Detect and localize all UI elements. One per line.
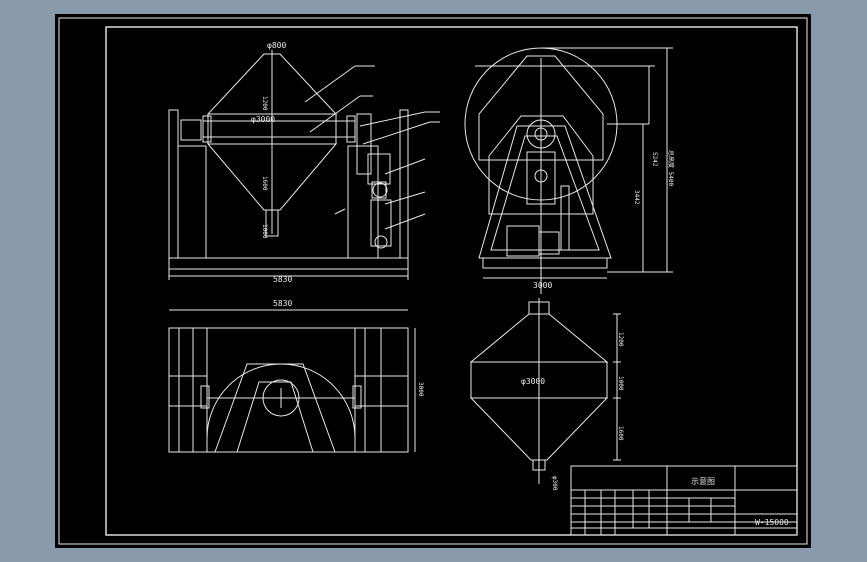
dim-top-depth: 3000 — [417, 382, 424, 397]
dim-dia-bottom: φ300 — [551, 476, 558, 491]
dim-side-h1: 5242 — [651, 152, 658, 167]
dim-dia-top: φ800 — [267, 41, 286, 50]
dim-cone-1000: 1000 — [617, 376, 624, 391]
vessel-view: φ3000 1200 1000 1600 φ300 — [469, 298, 624, 491]
cad-drawing-canvas[interactable]: φ800 φ3000 5830 1200 1600 1000 总高度 5400 … — [55, 14, 811, 548]
dim-cone-1200: 1200 — [617, 332, 624, 347]
front-view: φ800 φ3000 5830 1200 1600 1000 — [168, 41, 440, 284]
dim-vert-1200: 1200 — [261, 96, 268, 111]
drawing-title: 示意图 — [691, 476, 715, 486]
dim-front-width: 5830 — [273, 275, 292, 284]
top-view: 5830 3000 — [168, 299, 424, 453]
side-view: 总高度 5400 5242 3442 3000 — [464, 47, 675, 294]
dim-vessel-dia: φ3000 — [521, 377, 545, 386]
dim-side-width: 3000 — [533, 281, 552, 290]
dim-cone-1600: 1600 — [617, 426, 624, 441]
dim-vert-1000: 1000 — [261, 224, 268, 239]
dim-vert-1600: 1600 — [261, 176, 268, 191]
dim-dia-body: φ3000 — [251, 115, 275, 124]
inner-frame — [105, 26, 798, 536]
dim-side-total: 总高度 5400 — [667, 150, 675, 186]
drawing-svg: φ800 φ3000 5830 1200 1600 1000 总高度 5400 … — [58, 17, 808, 545]
dim-side-h2: 3442 — [633, 190, 640, 205]
drawing-number: W-15000 — [755, 518, 789, 527]
outer-frame — [58, 17, 808, 545]
dim-top-width: 5830 — [273, 299, 292, 308]
title-block: 示意图 W-15000 — [570, 465, 798, 536]
